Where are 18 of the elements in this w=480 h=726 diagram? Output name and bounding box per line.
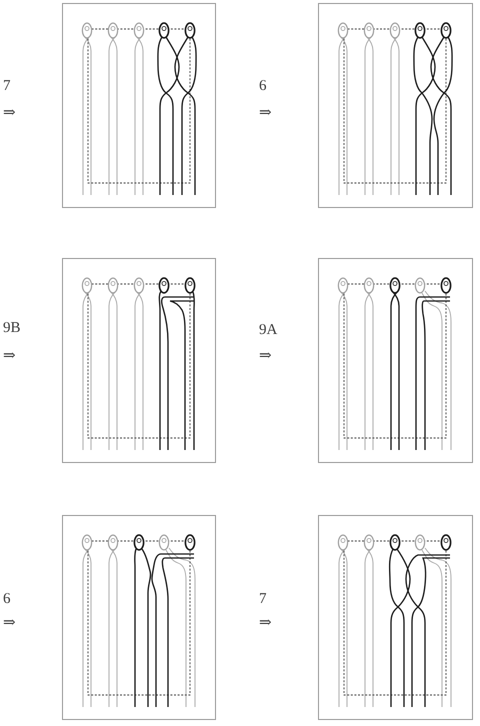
- step-arrow: ⇒: [3, 347, 16, 365]
- step-number: 9B: [3, 319, 21, 337]
- diagram-panel: [318, 258, 473, 463]
- diagram-panel: [318, 515, 473, 720]
- step-arrow: ⇒: [259, 347, 272, 365]
- diagram-panel: [318, 3, 473, 208]
- step-number: 6: [259, 77, 266, 95]
- step-arrow: ⇒: [259, 104, 272, 122]
- diagram-panel: [62, 258, 216, 463]
- step-number: 7: [259, 590, 266, 608]
- step-arrow: ⇒: [259, 614, 272, 632]
- step-arrow: ⇒: [3, 104, 16, 122]
- step-number: 6: [3, 590, 10, 608]
- diagram-panel: [62, 3, 216, 208]
- step-number: 9A: [259, 321, 278, 339]
- step-number: 7: [3, 77, 10, 95]
- diagram-panel: [62, 515, 216, 720]
- step-arrow: ⇒: [3, 614, 16, 632]
